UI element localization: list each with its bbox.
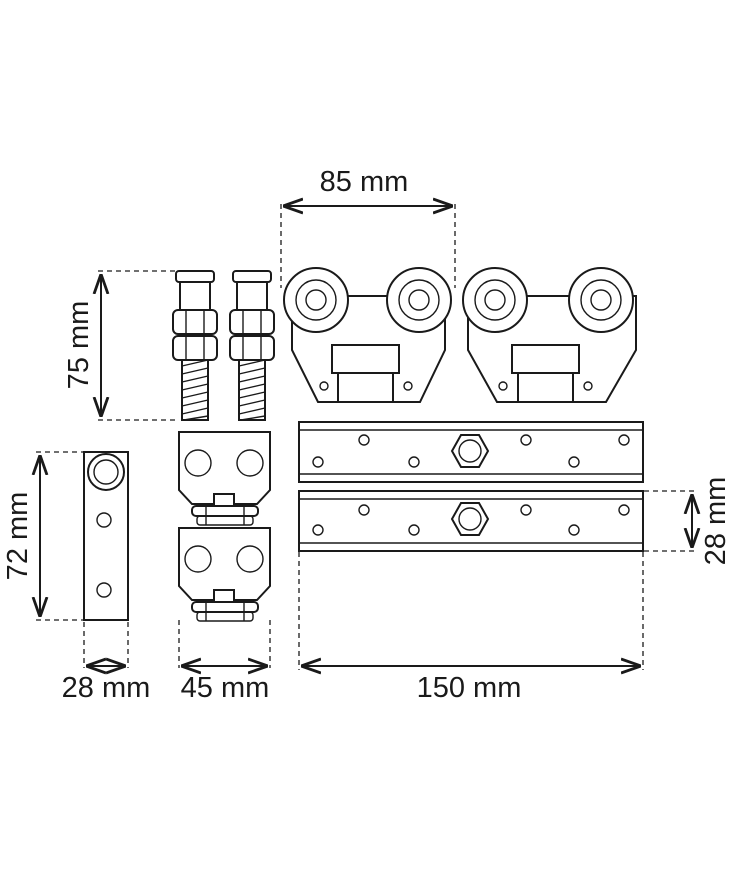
dimension-150mm: 150 mm — [298, 552, 644, 704]
bolt-right — [229, 270, 275, 421]
dimension-28mm-width: 28 mm — [62, 622, 151, 704]
dimension-45mm: 45 mm — [178, 620, 271, 704]
bracket-top — [178, 431, 271, 526]
dimension-28mm-height: 28 mm — [644, 477, 732, 566]
guide-bar — [83, 451, 129, 621]
dimension-label-75: 75 mm — [63, 301, 95, 390]
dimension-85mm: 85 mm — [280, 166, 456, 288]
dimension-label-28-vertical: 28 mm — [700, 477, 732, 566]
dimension-label-45: 45 mm — [181, 672, 270, 704]
rail-plate-top — [298, 421, 644, 483]
bolt-left — [172, 270, 218, 421]
dimension-label-85: 85 mm — [320, 166, 409, 198]
dimension-label-72: 72 mm — [2, 492, 34, 581]
rail-plate-bottom — [298, 490, 644, 552]
dimension-label-28-horizontal: 28 mm — [62, 672, 151, 704]
bracket-bottom — [178, 527, 271, 622]
dimension-75mm: 75 mm — [63, 270, 176, 421]
trolley-left — [283, 267, 452, 403]
dimension-label-150: 150 mm — [417, 672, 522, 704]
trolley-right — [462, 267, 637, 403]
dimension-72mm: 72 mm — [2, 451, 84, 621]
